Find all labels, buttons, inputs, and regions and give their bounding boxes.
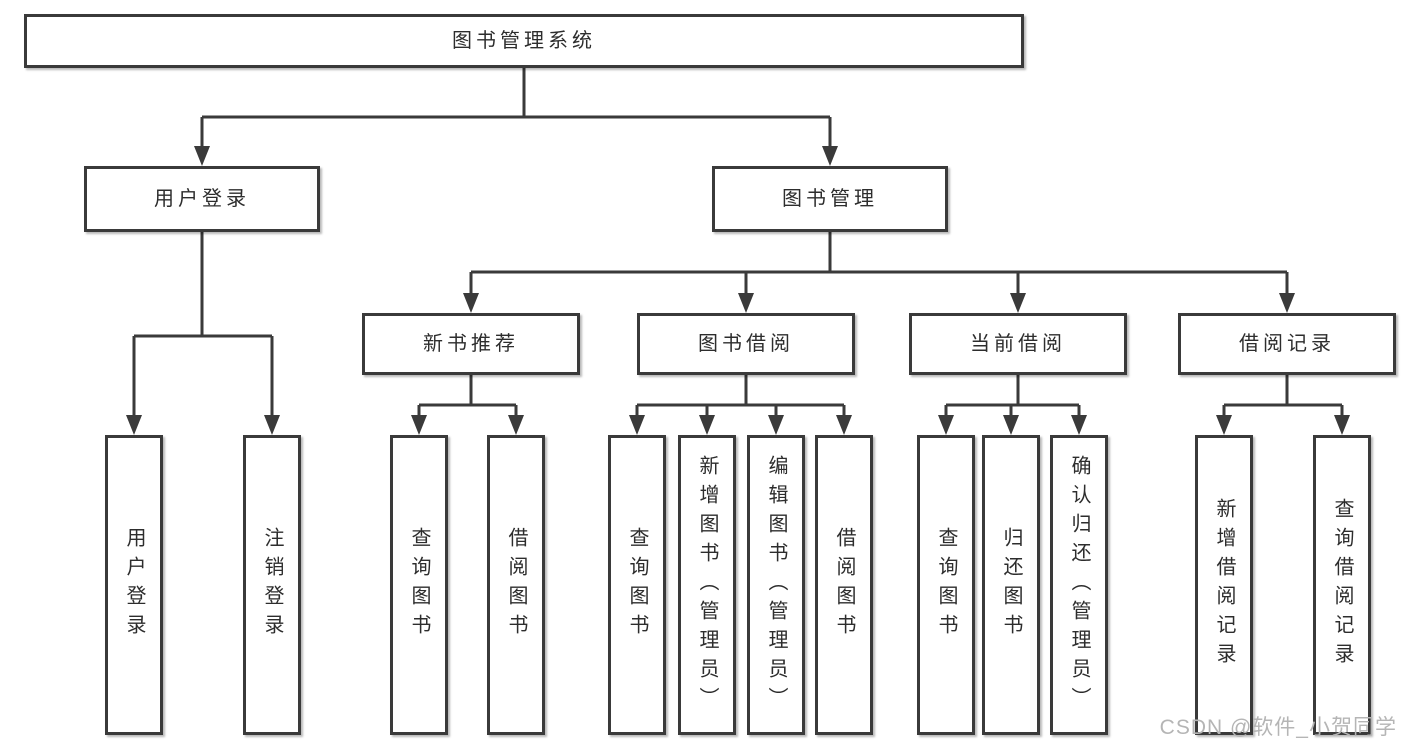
node-book-management: 图书管理: [712, 166, 948, 232]
connector-userlogin-to-leaves: [132, 232, 274, 419]
arrow-down-icon: [768, 415, 784, 435]
arrow-down-icon: [508, 415, 524, 435]
node-label: 编辑图书（管理员）: [765, 454, 787, 716]
connector-current-to-leaves: [944, 375, 1081, 419]
arrow-down-icon: [822, 146, 838, 166]
node-label: 注销登录: [261, 527, 283, 643]
leaf-query-books-borrowing: 查询图书: [608, 435, 666, 735]
leaf-query-borrow-record: 查询借阅记录: [1313, 435, 1371, 735]
leaf-logout: 注销登录: [243, 435, 301, 735]
arrow-down-icon: [836, 415, 852, 435]
node-label: 查询借阅记录: [1331, 498, 1353, 672]
connector-records-to-leaves: [1222, 375, 1344, 419]
arrow-down-icon: [1003, 415, 1019, 435]
leaf-add-borrow-record: 新增借阅记录: [1195, 435, 1253, 735]
arrow-down-icon: [1010, 293, 1026, 313]
node-label: 归还图书: [1000, 527, 1022, 643]
connector-borrowing-to-leaves: [635, 375, 846, 419]
watermark-text: CSDN @软件_小贺同学: [1159, 716, 1397, 739]
connector-recommend-to-leaves: [417, 375, 518, 419]
connector-bookmgmt-to-level3: [469, 232, 1289, 297]
node-label: 图书管理系统: [452, 30, 596, 52]
arrow-down-icon: [629, 415, 645, 435]
arrow-down-icon: [264, 415, 280, 435]
arrow-down-icon: [126, 415, 142, 435]
leaf-add-books-admin: 新增图书（管理员）: [678, 435, 736, 735]
leaf-user-login: 用户登录: [105, 435, 163, 735]
leaf-confirm-return-admin: 确认归还（管理员）: [1050, 435, 1108, 735]
arrow-down-icon: [1279, 293, 1295, 313]
arrow-down-icon: [411, 415, 427, 435]
leaf-return-books: 归还图书: [982, 435, 1040, 735]
leaf-borrow-books-recommend: 借阅图书: [487, 435, 545, 735]
node-label: 当前借阅: [970, 333, 1066, 355]
node-label: 图书管理: [782, 188, 878, 210]
node-label: 查询图书: [626, 527, 648, 643]
node-new-book-recommendation: 新书推荐: [362, 313, 580, 375]
node-label: 确认归还（管理员）: [1068, 454, 1090, 716]
arrow-down-icon: [1216, 415, 1232, 435]
node-label: 查询图书: [935, 527, 957, 643]
node-user-login: 用户登录: [84, 166, 320, 232]
arrow-down-icon: [1071, 415, 1087, 435]
node-library-management-system: 图书管理系统: [24, 14, 1024, 68]
leaf-borrow-books: 借阅图书: [815, 435, 873, 735]
arrow-down-icon: [463, 293, 479, 313]
node-label: 新增借阅记录: [1213, 498, 1235, 672]
node-label: 用户登录: [154, 188, 250, 210]
node-label: 用户登录: [123, 527, 145, 643]
connector-root-to-level2: [200, 68, 832, 150]
node-label: 新增图书（管理员）: [696, 454, 718, 716]
arrow-down-icon: [699, 415, 715, 435]
node-label: 新书推荐: [423, 333, 519, 355]
node-borrowing-records: 借阅记录: [1178, 313, 1396, 375]
node-label: 图书借阅: [698, 333, 794, 355]
node-current-borrowing: 当前借阅: [909, 313, 1127, 375]
arrow-down-icon: [1334, 415, 1350, 435]
node-label: 借阅图书: [505, 527, 527, 643]
leaf-edit-books-admin: 编辑图书（管理员）: [747, 435, 805, 735]
arrow-down-icon: [194, 146, 210, 166]
node-book-borrowing: 图书借阅: [637, 313, 855, 375]
node-label: 借阅记录: [1239, 333, 1335, 355]
arrow-down-icon: [738, 293, 754, 313]
leaf-query-books-current: 查询图书: [917, 435, 975, 735]
node-label: 借阅图书: [833, 527, 855, 643]
leaf-query-books-recommend: 查询图书: [390, 435, 448, 735]
node-label: 查询图书: [408, 527, 430, 643]
arrow-down-icon: [938, 415, 954, 435]
